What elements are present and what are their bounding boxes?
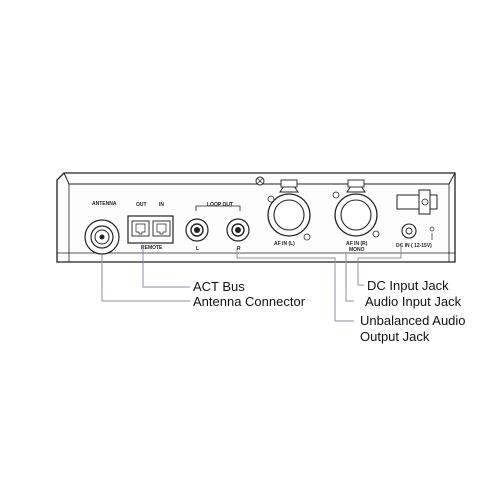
leader-dc-input <box>357 243 402 286</box>
callout-act-bus: ACT Bus <box>193 279 245 294</box>
af-in-r-label: AF IN (R) <box>346 241 368 247</box>
xlr-input-right[interactable] <box>332 179 380 238</box>
af-in-l-label: AF IN (L) <box>274 241 295 247</box>
leader-unbalanced <box>236 248 354 322</box>
antenna-connector[interactable] <box>84 219 120 255</box>
xlr-input-left[interactable] <box>267 179 311 241</box>
loop-l-label: L <box>196 246 199 252</box>
callout-dc-input-jack: DC Input Jack <box>367 278 449 293</box>
remote-out-label: OUT <box>136 202 147 208</box>
cable-clamp <box>396 189 438 215</box>
antenna-panel-label: ANTENNA <box>92 201 117 207</box>
leader-audio-input <box>345 253 354 302</box>
dc-in-label: DC IN ( 12-15V) <box>396 243 432 249</box>
callout-unbalanced-audio-line2: Output Jack <box>360 329 430 344</box>
leader-act-bus <box>142 245 190 288</box>
remote-ports[interactable] <box>127 215 174 244</box>
leader-lines <box>101 243 402 322</box>
loop-out-label: LOOP OUT <box>207 202 233 208</box>
leader-antenna <box>101 255 190 302</box>
remote-label: REMOTE <box>141 245 163 251</box>
loop-r-label: R <box>237 246 241 252</box>
callout-audio-input-jack: Audio Input Jack <box>365 294 462 309</box>
dc-input-jack[interactable] <box>401 223 435 240</box>
callout-unbalanced-audio-line1: Unbalanced Audio <box>360 313 466 328</box>
mono-label: MONO <box>349 247 365 253</box>
remote-in-label: IN <box>159 202 164 208</box>
callout-antenna-connector: Antenna Connector <box>193 294 306 309</box>
polarity-icon <box>429 226 435 232</box>
loop-out-jacks[interactable] <box>185 205 250 242</box>
